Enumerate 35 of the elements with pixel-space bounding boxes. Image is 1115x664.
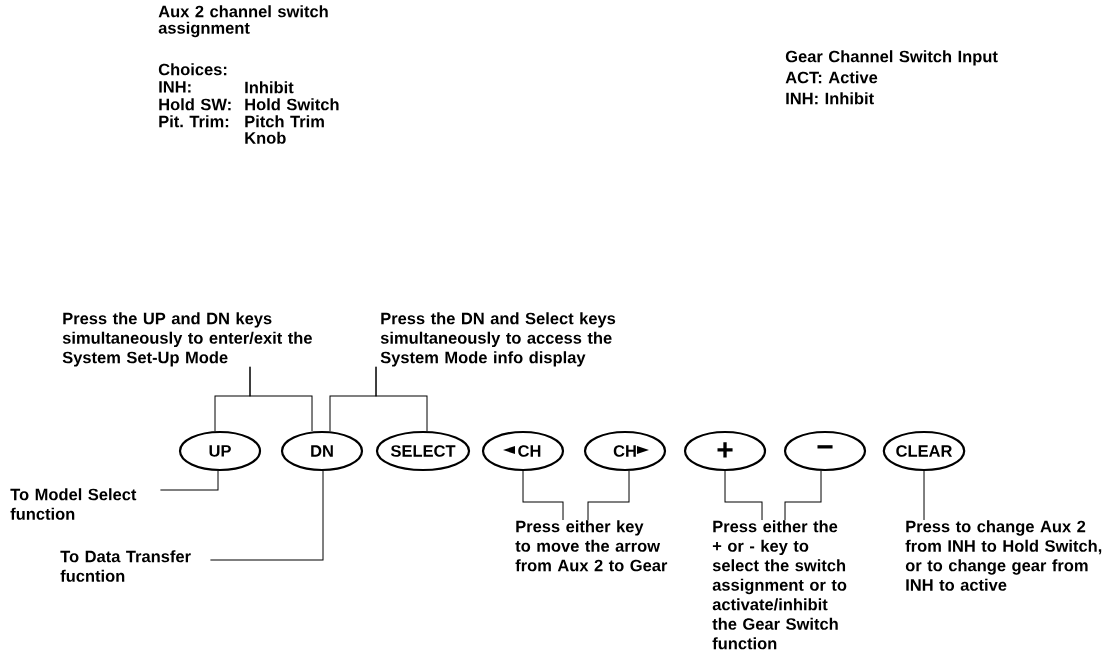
leader-line (159, 470, 219, 491)
note-text: Pit. Trim: (159, 115, 229, 128)
key-button: DN (280, 430, 364, 472)
callout-text: To Model Select function (10, 488, 137, 520)
leader-line (587, 470, 630, 521)
leader-line (784, 470, 822, 521)
callout-text: To Data Transfer fucntion (60, 550, 191, 582)
leader-line (522, 470, 564, 521)
key-button: − (783, 430, 867, 472)
note-text: Gear Channel Switch Input (785, 50, 998, 66)
key-button: + (683, 430, 767, 472)
note-text: Aux 2 channel switch assignment (158, 5, 328, 38)
note-text: Choices: (158, 63, 227, 76)
key-button: CLEAR (882, 430, 966, 472)
note-text: INH: (159, 81, 191, 93)
note-text: ACT: Active (785, 71, 878, 84)
key-button: SELECT (375, 430, 471, 472)
leader-line (375, 366, 428, 432)
callout-text: Press either the + or - key to select the switch assignment or to activate/inhibit the Gear Switch function (712, 520, 847, 650)
callout-text: Press the UP and DN keys simultaneously to enter/exit the System Set-Up Mode (62, 312, 312, 367)
note-text: Hold Switch (245, 98, 339, 111)
note-text: Pitch Trim Knob (245, 115, 324, 144)
key-button: CH (481, 430, 565, 472)
note-text: Inhibit (245, 81, 294, 94)
callout-text: Press to change Aux 2 from INH to Hold Switch, or to change gear from INH to active (905, 520, 1102, 591)
callout-text: Press the DN and Select keys simultaneously to access the System Mode info display (380, 312, 616, 367)
note-text: Hold SW: (159, 98, 231, 111)
callout-text: Press either key to move the arrow from Aux 2 to Gear (515, 520, 668, 572)
key-button: CH (583, 430, 667, 472)
leader-line (724, 470, 763, 521)
note-text: INH: Inhibit (786, 92, 874, 105)
leader-line (923, 470, 925, 521)
leader-line (249, 366, 313, 432)
key-button: UP (178, 430, 262, 472)
leader-line (209, 470, 324, 561)
